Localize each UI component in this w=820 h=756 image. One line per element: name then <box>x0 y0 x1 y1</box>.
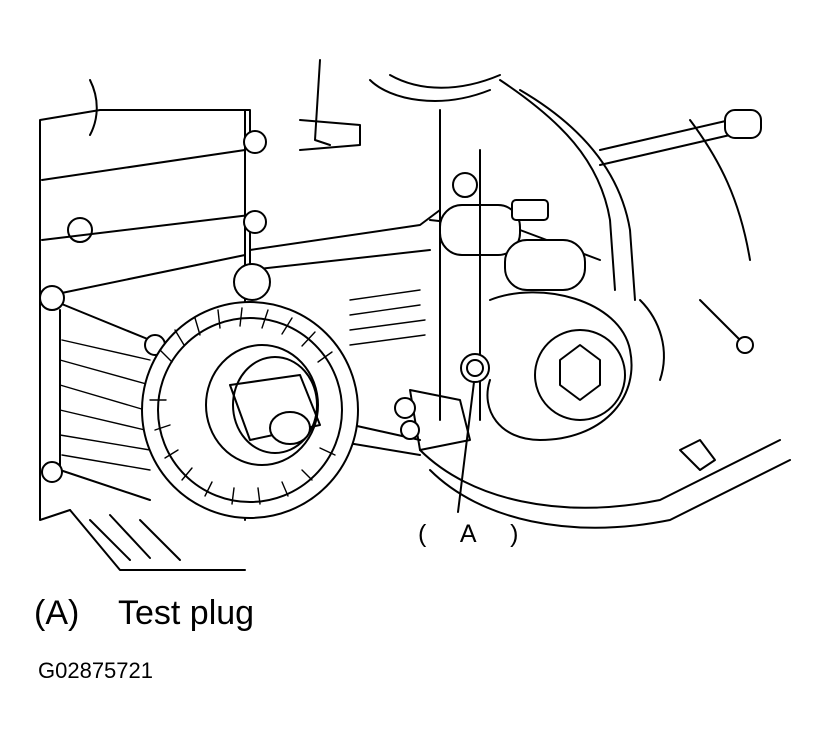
callout-label-a: ( A ) <box>418 520 533 548</box>
figure-id: G02875721 <box>38 658 153 683</box>
transmission-illustration <box>39 59 791 571</box>
drive-flange <box>141 301 359 519</box>
oil-pan <box>69 439 791 571</box>
legend-text: Test plug <box>118 594 255 632</box>
transmission-body <box>233 109 633 456</box>
pipes <box>369 74 762 381</box>
housing-frame <box>39 59 361 521</box>
test-plug <box>457 353 490 513</box>
legend: (A) Test plug <box>34 596 254 630</box>
legend-key: (A) <box>34 594 80 632</box>
